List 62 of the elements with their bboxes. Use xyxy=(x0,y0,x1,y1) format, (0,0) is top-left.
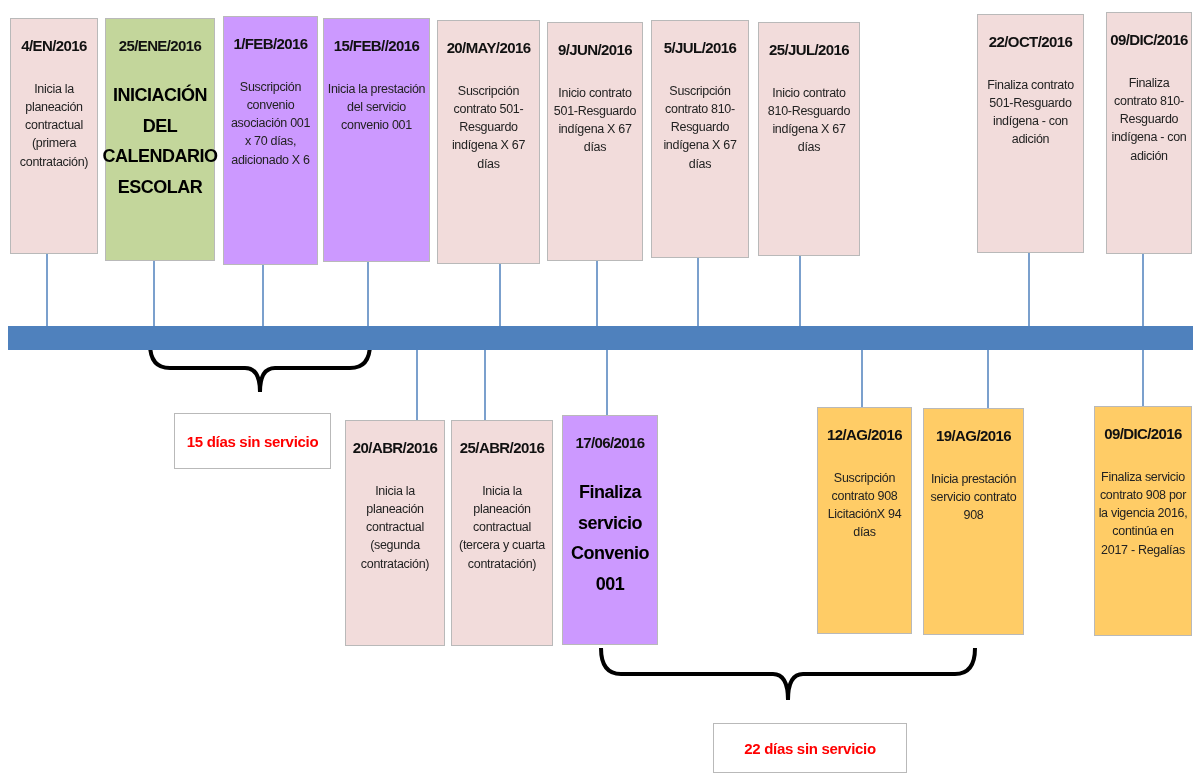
event-text: Suscripción convenio asociación 001 x 70 días, adicionado X 6 xyxy=(229,79,312,169)
event-text: INICIACIÓN DEL CALENDARIO ESCOLAR xyxy=(102,83,218,199)
event-text: Inicia la planeación contractual (tercera y cuarta contratación) xyxy=(458,483,546,573)
event-text: Suscripción contrato 810-Resguardo indígena X 67 días xyxy=(662,83,738,173)
connector-line xyxy=(1142,253,1144,327)
event-text: Inicia la planeación contractual (segunda contratación) xyxy=(359,483,431,573)
event-card xyxy=(1094,406,1192,636)
date-label: 9/JUN/2016 xyxy=(557,41,633,58)
date-label: 25/JUL/2016 xyxy=(768,41,850,58)
event-card xyxy=(1106,12,1192,254)
event-text: Inicia la prestación del servicio convenio 001 xyxy=(327,81,426,135)
event-card xyxy=(651,20,749,258)
connector-line xyxy=(499,263,501,327)
event-card xyxy=(758,22,860,256)
date-label: 09/DIC/2016 xyxy=(1104,425,1182,442)
date-label: 12/AG/2016 xyxy=(827,426,902,443)
event-card xyxy=(547,22,643,261)
event-card xyxy=(977,14,1084,253)
event-text: Inicio contrato 501-Resguardo indígena X 67 días xyxy=(552,85,638,157)
event-text: Finaliza servicio Convenio 001 xyxy=(570,481,650,596)
connector-line xyxy=(697,257,699,327)
date-label: 25/ABR/2016 xyxy=(459,439,545,456)
note-box xyxy=(174,413,331,469)
gap-note: 22 días sin servicio xyxy=(744,739,876,757)
date-label: 1/FEB/2016 xyxy=(233,35,308,52)
event-text: Suscripción contrato 908 LicitaciónX 94 días xyxy=(826,470,903,542)
event-card xyxy=(10,18,98,254)
connector-line xyxy=(367,261,369,327)
connector-line xyxy=(46,253,48,327)
date-label: 5/JUL/2016 xyxy=(663,39,737,56)
date-label: 17/06/2016 xyxy=(575,434,645,451)
connector-line xyxy=(1028,252,1030,327)
connector-line xyxy=(153,260,155,327)
event-card xyxy=(451,420,553,646)
connector-line xyxy=(799,255,801,327)
event-text: Finaliza contrato 501-Resguardo indígena - con adición xyxy=(986,77,1075,149)
connector-line xyxy=(262,264,264,327)
event-text: Inicia prestación servicio contrato 908 xyxy=(929,471,1018,525)
date-label: 09/DIC/2016 xyxy=(1110,31,1188,48)
event-card xyxy=(923,408,1024,635)
date-label: 19/AG/2016 xyxy=(936,427,1011,444)
event-text: Inicia la planeación contractual (primera contratación) xyxy=(18,81,90,171)
event-card xyxy=(223,16,318,265)
date-label: 25/ENE/2016 xyxy=(118,37,202,54)
date-label: 22/OCT/2016 xyxy=(988,33,1073,50)
event-card xyxy=(437,20,540,264)
event-card xyxy=(562,415,658,645)
date-label: 4/EN/2016 xyxy=(21,37,87,54)
timeline-axis xyxy=(8,326,1193,350)
date-label: 15/FEB//2016 xyxy=(333,37,420,54)
connector-line xyxy=(596,260,598,327)
event-card xyxy=(345,420,445,646)
gap-note: 15 días sin servicio xyxy=(186,432,319,450)
date-label: 20/MAY/2016 xyxy=(446,39,531,56)
event-card xyxy=(817,407,912,634)
event-text: Finaliza servicio contrato 908 por la vigencia 2016, continúa en 2017 - Regalías xyxy=(1098,469,1188,559)
event-card xyxy=(323,18,430,262)
note-box xyxy=(713,723,907,773)
event-text: Finaliza contrato 810-Resguardo indígena - con adición xyxy=(1110,75,1188,165)
date-label: 20/ABR/2016 xyxy=(352,439,438,456)
event-text: Suscripción contrato 501-Resguardo indígena X 67 días xyxy=(450,83,527,173)
event-text: Inicio contrato 810-Resguardo indígena X 67 días xyxy=(766,85,852,157)
